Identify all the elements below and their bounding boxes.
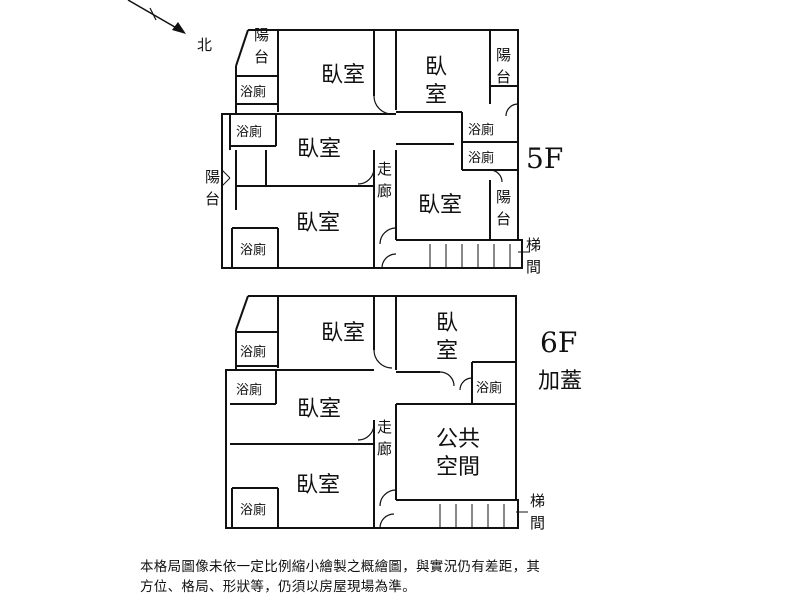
- f5-balcony-right-l1: 陽: [496, 188, 511, 206]
- f5-bedroom-top-right-l1: 臥: [425, 55, 447, 80]
- f6-bath-1: 浴廁: [240, 344, 266, 360]
- north-label: 北: [197, 36, 212, 54]
- f5-balcony-top-right-l1: 陽: [496, 46, 511, 64]
- floor6-plan: [225, 295, 528, 529]
- f6-addition-label: 加蓋: [538, 369, 582, 394]
- disclaimer-line-2: 方位、格局、形狀等，仍須以房屋現場為準。: [140, 579, 416, 595]
- disclaimer: 本格局圖像未依一定比例縮小繪製之概繪圖，與實況仍有差距，其 方位、格局、形狀等，…: [140, 557, 680, 597]
- f5-balcony-left-l1: 陽: [205, 168, 220, 186]
- f5-balcony-left-l2: 台: [205, 190, 220, 208]
- f5-bedroom-mid-right: 臥室: [418, 193, 462, 218]
- f5-bath-3: 浴廁: [240, 242, 266, 258]
- f5-stairs-l2: 間: [526, 258, 541, 276]
- f5-bath-4: 浴廁: [468, 122, 494, 138]
- f5-corridor-l1: 走: [377, 160, 392, 178]
- f6-public-space-l1: 公共: [436, 427, 480, 452]
- f6-bath-4: 浴廁: [476, 380, 502, 396]
- disclaimer-line-1: 本格局圖像未依一定比例縮小繪製之概繪圖，與實況仍有差距，其: [140, 559, 541, 575]
- f5-bedroom-top-right-l2: 室: [425, 83, 447, 108]
- f6-stairs-l1: 梯: [530, 492, 545, 510]
- f6-public-space-l2: 空間: [436, 455, 480, 480]
- f6-bedroom-bottom-left: 臥室: [296, 473, 340, 498]
- f6-corridor-l2: 廊: [377, 440, 392, 458]
- f6-floor-label: 6F: [540, 326, 577, 359]
- f5-bedroom-bottom-left: 臥室: [296, 211, 340, 236]
- f5-bath-1: 浴廁: [240, 84, 266, 100]
- f5-balcony-top-left-l2: 台: [254, 48, 269, 66]
- f5-bedroom-mid-left: 臥室: [297, 137, 341, 162]
- f6-bedroom-mid-left: 臥室: [297, 397, 341, 422]
- f5-bath-2: 浴廁: [236, 124, 262, 140]
- f5-corridor-l2: 廊: [377, 182, 392, 200]
- f6-bedroom-top-right-l1: 臥: [436, 311, 458, 336]
- f5-balcony-top-left-l1: 陽: [254, 26, 269, 44]
- floor5-plan: [221, 29, 530, 269]
- f6-bath-3: 浴廁: [240, 502, 266, 518]
- f6-stairs-l2: 間: [530, 514, 545, 532]
- f5-floor-label: 5F: [526, 142, 563, 175]
- north-arrow-icon: [127, 0, 186, 34]
- f5-stairs-l1: 梯: [526, 236, 541, 254]
- f6-bedroom-top-left: 臥室: [321, 321, 365, 346]
- f6-bedroom-top-right-l2: 室: [436, 339, 458, 364]
- f6-bath-2: 浴廁: [236, 382, 262, 398]
- f5-balcony-top-right-l2: 台: [496, 68, 511, 86]
- f6-corridor-l1: 走: [377, 418, 392, 436]
- f5-balcony-right-l2: 台: [496, 210, 511, 228]
- f5-bath-5: 浴廁: [468, 150, 494, 166]
- f5-bedroom-top-left: 臥室: [321, 63, 365, 88]
